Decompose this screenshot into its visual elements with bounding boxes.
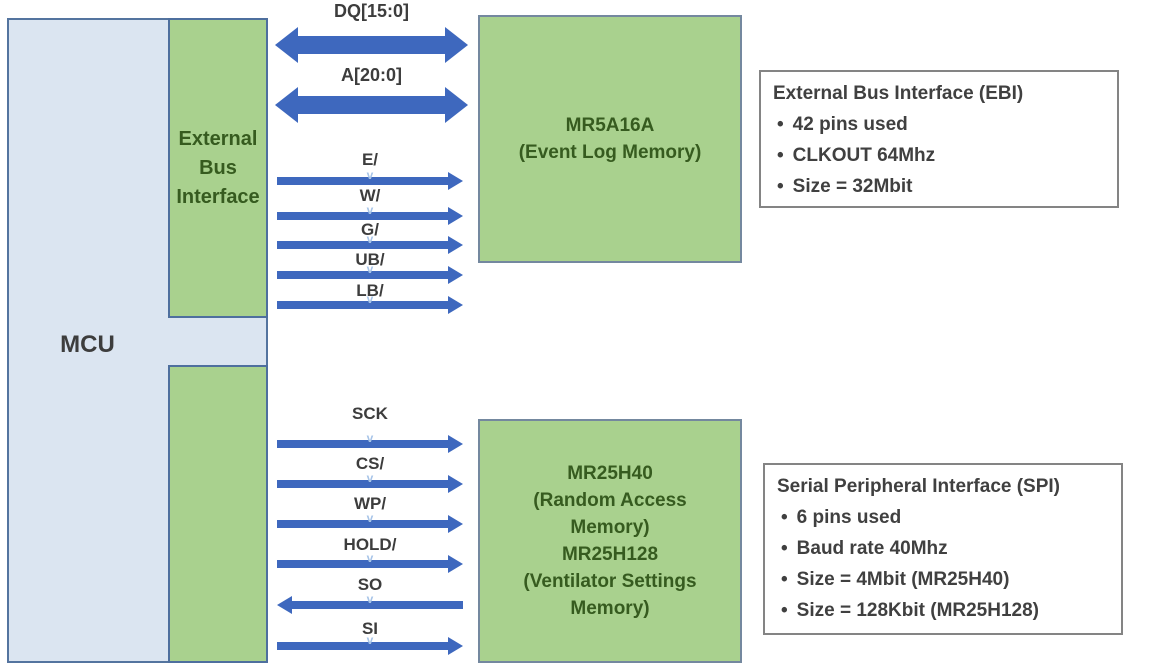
signal-arrow-lb <box>277 296 463 314</box>
signal-label-so: SO <box>357 575 383 594</box>
arrowhead-right-icon <box>448 207 463 225</box>
signal-label-ub: UB/ <box>355 250 385 269</box>
signal-arrow-dq-bidirectional <box>275 27 468 63</box>
arrowhead-right-icon <box>448 266 463 284</box>
arrowhead-right-icon <box>448 637 463 655</box>
spi-interface-block <box>168 365 268 663</box>
arrowhead-right-icon <box>448 475 463 493</box>
signal-arrow-cs <box>277 475 463 493</box>
ebi-info-bullet: 42 pins used <box>773 109 1105 140</box>
ebi-interface-label-line: Bus <box>199 156 237 179</box>
ebi-interface-label: External Bus Interface <box>176 125 259 212</box>
ebi-interface-block: External Bus Interface <box>168 18 268 318</box>
spi-info-title: Serial Peripheral Interface (SPI) <box>777 476 1061 497</box>
midpoint-mark-icon <box>367 472 374 484</box>
ebi-info-bullet: CLKOUT 64Mhz <box>773 140 1105 171</box>
arrowhead-right-icon <box>448 515 463 533</box>
signal-arrow-si <box>277 637 463 655</box>
spi-info-bullet: Size = 128Kbit (MR25H128) <box>777 595 1109 626</box>
ebi-info-bullet: Size = 32Mbit <box>773 171 1105 202</box>
arrowhead-left-icon <box>275 27 298 63</box>
ebi-info-box: External Bus Interface (EBI) 42 pins use… <box>759 70 1119 208</box>
signal-arrow-a-bidirectional <box>275 87 468 123</box>
memory-description: (Event Log Memory) <box>518 142 702 163</box>
memory-description: (Ventilator Settings <box>523 571 697 592</box>
signal-arrow-sck <box>277 435 463 453</box>
ebi-info-title: External Bus Interface (EBI) <box>773 83 1024 104</box>
signal-arrow-ub <box>277 266 463 284</box>
memory-part-number: MR25H40 <box>567 463 653 484</box>
arrowhead-right-icon <box>448 555 463 573</box>
memory-part-number: MR5A16A <box>565 115 655 136</box>
midpoint-mark-icon <box>367 263 374 275</box>
arrowhead-right-icon <box>445 87 468 123</box>
midpoint-mark-icon <box>367 204 374 216</box>
midpoint-mark-icon <box>367 552 374 564</box>
signal-label-a: A[20:0] <box>340 65 402 85</box>
signal-arrow-so <box>277 596 463 614</box>
settings-memory-block: MR25H40 (Random Access Memory) MR25H128 … <box>478 419 742 663</box>
signal-label-lb: LB/ <box>356 281 384 300</box>
event-log-memory-block: MR5A16A (Event Log Memory) <box>478 15 742 263</box>
signal-arrow-w <box>277 207 463 225</box>
arrowhead-right-icon <box>448 435 463 453</box>
signal-label-wp: WP/ <box>353 494 387 513</box>
arrowhead-left-icon <box>275 87 298 123</box>
memory-description: (Random Access <box>533 490 687 511</box>
arrowhead-right-icon <box>448 236 463 254</box>
arrowhead-right-icon <box>448 296 463 314</box>
signal-label-cs: CS/ <box>355 454 385 473</box>
midpoint-mark-icon <box>367 233 374 245</box>
midpoint-mark-icon <box>367 634 374 646</box>
midpoint-mark-icon <box>367 512 374 524</box>
spi-info-box: Serial Peripheral Interface (SPI) 6 pins… <box>763 463 1123 635</box>
signal-arrow-hold <box>277 555 463 573</box>
arrowhead-right-icon <box>448 172 463 190</box>
signal-label-sck: SCK <box>352 404 388 423</box>
midpoint-mark-icon <box>367 169 374 181</box>
memory-description: Memory) <box>570 517 650 538</box>
memory-description: Memory) <box>570 598 650 619</box>
signal-label-dq: DQ[15:0] <box>333 1 409 21</box>
spi-info-bullet: 6 pins used <box>777 502 1109 533</box>
midpoint-mark-icon <box>367 293 374 305</box>
spi-info-bullet: Baud rate 40Mhz <box>777 533 1109 564</box>
spi-info-bullet: Size = 4Mbit (MR25H40) <box>777 564 1109 595</box>
signal-label-g: G/ <box>361 220 379 239</box>
signal-label-w: W/ <box>359 186 381 205</box>
signal-arrow-wp <box>277 515 463 533</box>
midpoint-mark-icon <box>367 593 374 605</box>
ebi-interface-label-line: External <box>178 127 258 150</box>
mcu-label: MCU <box>60 331 115 358</box>
arrowhead-right-icon <box>445 27 468 63</box>
ebi-interface-label-line: Interface <box>176 185 260 208</box>
memory-part-number: MR25H128 <box>561 544 659 565</box>
signal-label-hold: HOLD/ <box>343 535 397 554</box>
midpoint-mark-icon <box>367 432 374 444</box>
arrowhead-left-icon <box>277 596 292 614</box>
signal-label-e: E/ <box>361 150 379 169</box>
signal-arrow-e <box>277 172 463 190</box>
signal-arrow-g <box>277 236 463 254</box>
